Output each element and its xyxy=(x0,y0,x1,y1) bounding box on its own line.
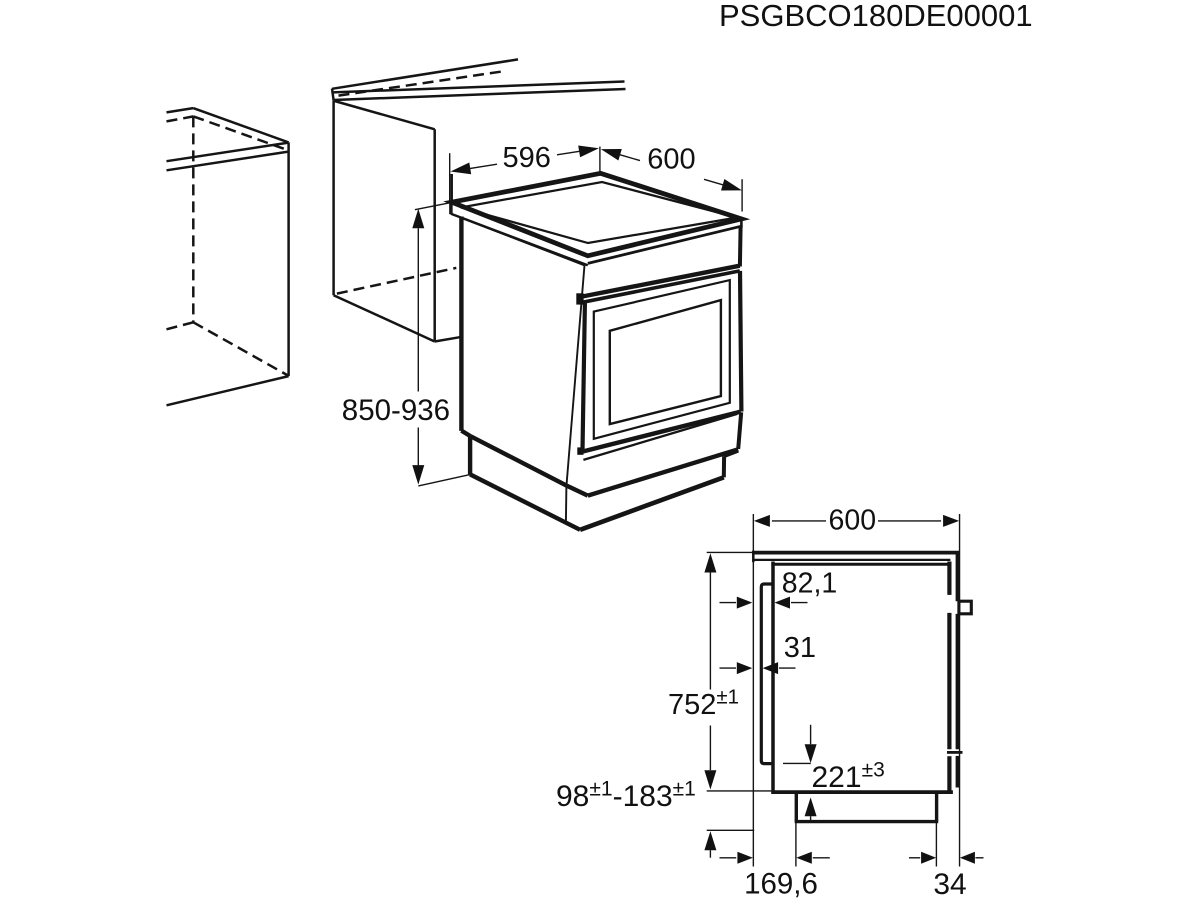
svg-text:169,6: 169,6 xyxy=(744,867,818,900)
svg-text:850-936: 850-936 xyxy=(342,394,450,427)
svg-text:600: 600 xyxy=(829,505,877,537)
svg-text:600: 600 xyxy=(647,143,695,175)
svg-text:82,1: 82,1 xyxy=(782,568,837,600)
svg-text:596: 596 xyxy=(503,142,551,174)
svg-text:98±1-183±1: 98±1-183±1 xyxy=(556,778,696,814)
svg-text:PSGBCO180DE00001: PSGBCO180DE00001 xyxy=(719,0,1033,33)
svg-text:31: 31 xyxy=(784,632,816,664)
svg-text:34: 34 xyxy=(933,868,966,900)
svg-text:221±3: 221±3 xyxy=(812,758,885,794)
svg-text:752±1: 752±1 xyxy=(668,685,739,721)
